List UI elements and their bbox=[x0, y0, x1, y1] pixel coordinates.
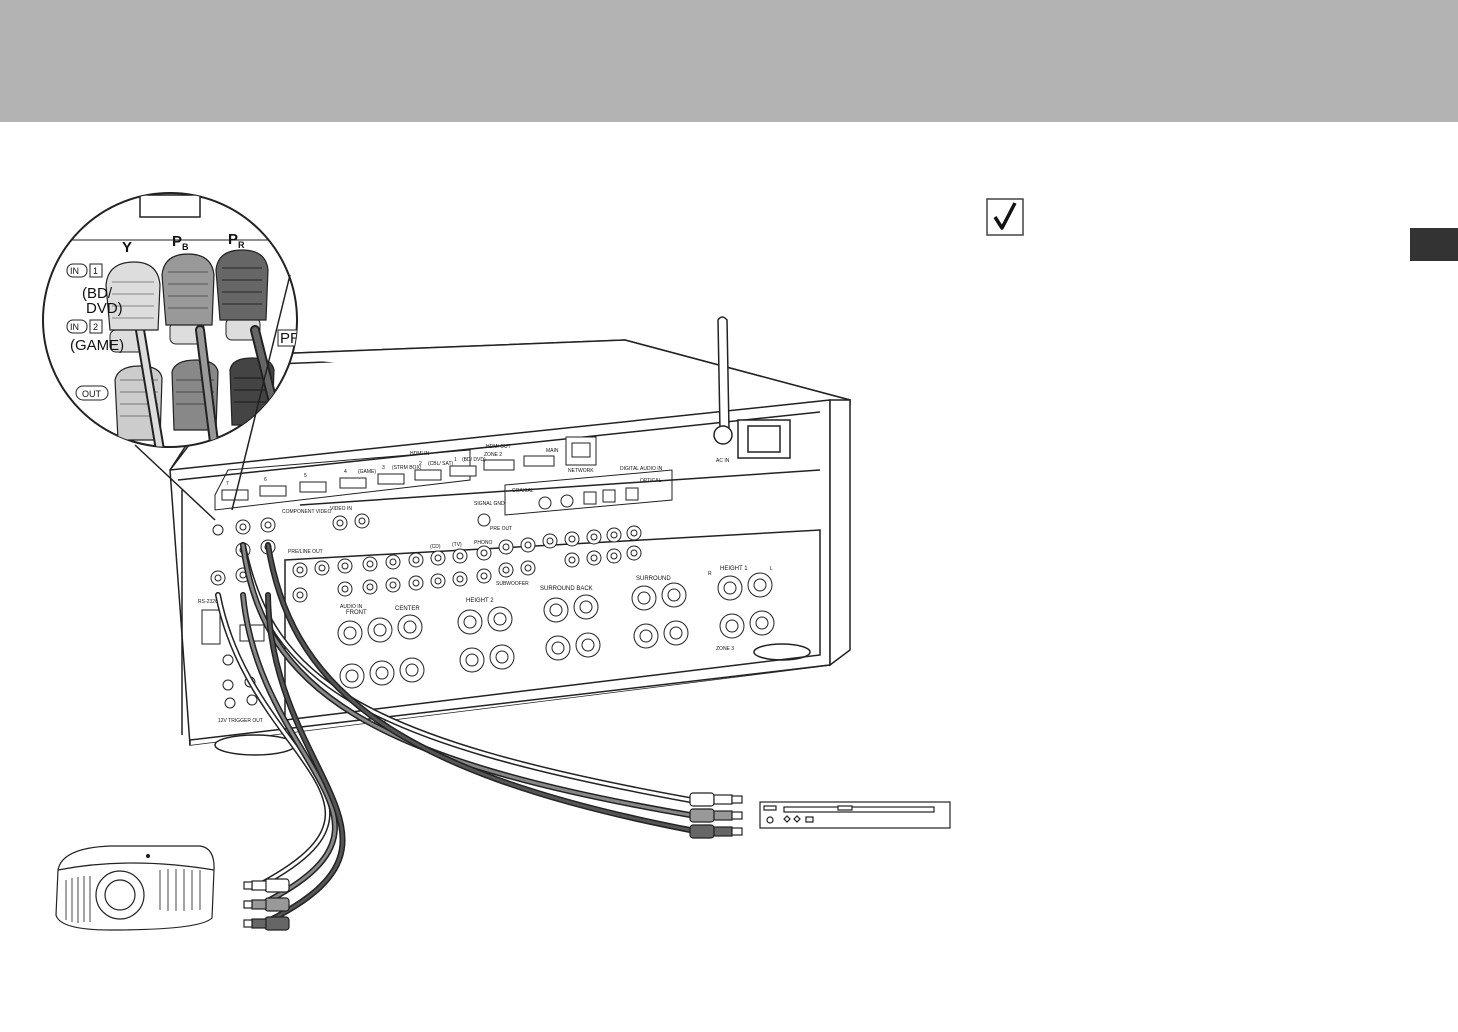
tv-label: (TV) bbox=[452, 542, 462, 548]
mag-in1-line1: (BD/ bbox=[82, 285, 113, 302]
digital-audio-in bbox=[504, 469, 673, 516]
hdmi-in-num-2: 2 bbox=[419, 461, 422, 467]
checkmark-icon bbox=[986, 198, 1024, 236]
antenna-icon bbox=[713, 316, 791, 459]
bd-plugs bbox=[689, 792, 743, 839]
mag-in1-line2: DVD) bbox=[86, 300, 123, 317]
coaxial-label: COAXIAL bbox=[512, 488, 534, 494]
surround-back-terminals bbox=[543, 594, 601, 661]
front-label: FRONT bbox=[346, 610, 367, 616]
magnified-view: Y P B P R IN 1 (BD/ DVD) IN 2 (GAME) OUT… bbox=[42, 192, 301, 521]
surround-label: SURROUND bbox=[636, 576, 671, 582]
zone3-label: ZONE 3 bbox=[716, 646, 734, 652]
strm-box-label: (STRM BOX) bbox=[392, 465, 422, 471]
projector-icon bbox=[55, 845, 215, 931]
optical-label: OPTICAL bbox=[640, 478, 662, 484]
hdmi-out-label: HDMI OUT bbox=[486, 444, 511, 450]
section-tab bbox=[1410, 228, 1458, 261]
phono-label: PHONO bbox=[474, 540, 492, 546]
trigger-label: 12V TRIGGER OUT bbox=[218, 718, 263, 724]
bd-player-icon bbox=[759, 801, 951, 829]
mag-in2-badge: IN bbox=[70, 322, 79, 332]
cbl-sat-label: (CBL/ SAT) bbox=[428, 461, 454, 467]
surround-terminals bbox=[631, 582, 689, 649]
height2-terminals bbox=[457, 606, 515, 673]
component-video-label: COMPONENT VIDEO bbox=[282, 509, 331, 515]
rca-audio-jacks bbox=[292, 525, 642, 603]
ac-in-label: AC IN bbox=[716, 458, 730, 464]
front-terminals bbox=[337, 614, 425, 689]
mag-in1-badge: IN bbox=[70, 266, 79, 276]
mag-pr-partial: PR bbox=[280, 330, 301, 347]
height1-label: HEIGHT 1 bbox=[720, 566, 748, 572]
center-label: CENTER bbox=[395, 606, 420, 612]
projector-plugs bbox=[243, 878, 290, 931]
hdmi-in-label: HDMI IN bbox=[410, 451, 430, 457]
rs232c-label: RS-232C bbox=[198, 599, 219, 605]
zone2-label: ZONE 2 bbox=[484, 452, 502, 458]
network-label: NETWORK bbox=[568, 468, 594, 474]
mag-pb-sub: B bbox=[182, 242, 189, 252]
game-label: (GAME) bbox=[358, 469, 376, 475]
height1-terminals bbox=[717, 572, 775, 639]
pre-out-label: PRE OUT bbox=[490, 526, 512, 532]
mag-pr-sub: R bbox=[238, 240, 245, 250]
video-in-label: VIDEO IN bbox=[330, 506, 352, 512]
cd-label: (CD) bbox=[430, 544, 441, 550]
mag-pb-label: P bbox=[172, 233, 182, 250]
surround-back-label: SURROUND BACK bbox=[540, 586, 593, 592]
main-label: MAIN bbox=[546, 448, 559, 454]
audio-in-label: AUDIO IN bbox=[340, 604, 363, 610]
mag-out-label: OUT bbox=[82, 389, 102, 399]
subwoofer-label: SUBWOOFER bbox=[496, 581, 529, 587]
header-band bbox=[0, 0, 1458, 122]
mag-in2-num: 2 bbox=[93, 322, 98, 332]
hdmi-in-num-4: 4 bbox=[344, 469, 347, 475]
bd-dvd-label: (BD/ DVD) bbox=[462, 457, 486, 463]
hdmi-in-num-6: 6 bbox=[264, 477, 267, 483]
mag-in2-line: (GAME) bbox=[70, 337, 124, 354]
hdmi-in-num-5: 5 bbox=[304, 473, 307, 479]
hdmi-in-num-3: 3 bbox=[382, 465, 385, 471]
height1-r-label: R bbox=[708, 571, 712, 577]
hdmi-in-num-7: 7 bbox=[226, 481, 229, 487]
mag-pr-label: P bbox=[228, 231, 238, 248]
height1-l-label: L bbox=[770, 566, 773, 572]
hdmi-in-row bbox=[214, 436, 597, 511]
hdmi-in-num-1: 1 bbox=[454, 457, 457, 463]
digital-audio-in-label: DIGITAL AUDIO IN bbox=[620, 466, 663, 472]
component-cables bbox=[215, 542, 693, 928]
mag-in1-num: 1 bbox=[93, 266, 98, 276]
mag-y-label: Y bbox=[122, 239, 132, 256]
signal-gnd-label: SIGNAL GND bbox=[474, 501, 505, 507]
height2-label: HEIGHT 2 bbox=[466, 598, 494, 604]
pre-line-out-label: PRE/LINE OUT bbox=[288, 549, 323, 555]
speaker-terminals bbox=[337, 572, 775, 689]
connection-diagram: AC IN HDMI IN HDMI OUT MAIN ZONE 2 NETWO… bbox=[42, 192, 951, 931]
